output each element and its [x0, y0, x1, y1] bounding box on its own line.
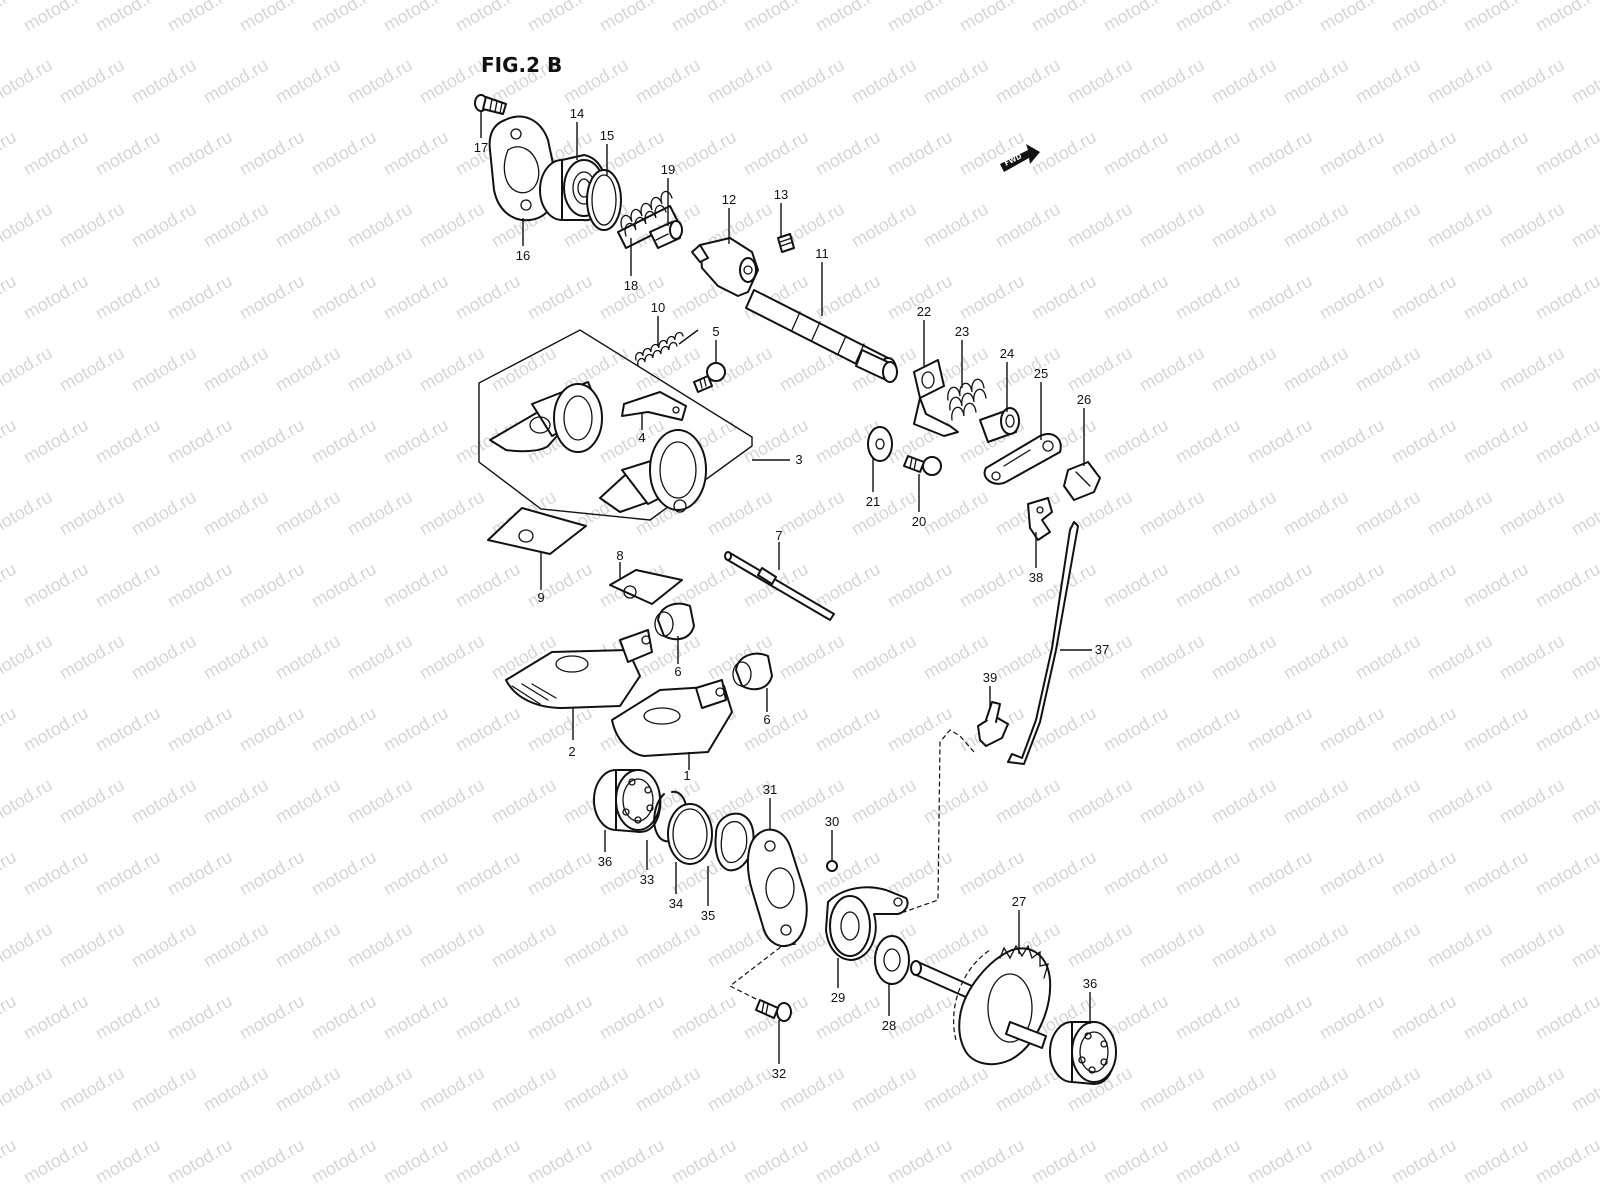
part-7-pin: [724, 551, 835, 621]
part-1-valve: [611, 679, 733, 757]
part-24-collar: [979, 407, 1020, 443]
part-3-valve-lower: [599, 429, 707, 513]
figure-title: FIG.2 B: [481, 53, 562, 77]
callout-27: 27: [1012, 894, 1026, 909]
callout-13: 13: [774, 187, 788, 202]
part-26-bolt: [1063, 461, 1101, 501]
part-19-collar: [649, 220, 683, 249]
part-20-screw: [903, 455, 942, 476]
part-29-cam: [825, 886, 909, 961]
part-34-ring: [667, 803, 713, 865]
callout-21: 21: [866, 494, 880, 509]
part-15-o-ring: [586, 169, 622, 231]
callout-31: 31: [763, 782, 777, 797]
callout-38: 38: [1029, 570, 1043, 585]
callout-14: 14: [570, 106, 584, 121]
part-11-shaft: [745, 289, 898, 383]
callout-33: 33: [640, 872, 654, 887]
callout-4: 4: [638, 430, 645, 445]
callout-39: 39: [983, 670, 997, 685]
callout-18: 18: [624, 278, 638, 293]
part-31-plate: [746, 828, 808, 948]
callout-30: 30: [825, 814, 839, 829]
callout-28: 28: [882, 1018, 896, 1033]
leader-lines: [480, 112, 1091, 1064]
part-4-clip: [621, 391, 687, 430]
callout-10: 10: [651, 300, 665, 315]
part-8-gasket: [609, 569, 683, 605]
part-12-lever: [691, 237, 759, 297]
callout-19: 19: [661, 162, 675, 177]
callout-6-upper: 6: [674, 664, 681, 679]
assembly-line-39-29: [903, 729, 975, 913]
part-13-screw: [777, 233, 795, 253]
callout-25: 25: [1034, 366, 1048, 381]
callout-24: 24: [1000, 346, 1014, 361]
part-9-gasket: [487, 507, 587, 590]
callout-5: 5: [712, 324, 719, 339]
callout-17: 17: [474, 140, 488, 155]
callout-7: 7: [775, 528, 782, 543]
part-28-washer: [874, 935, 910, 985]
part-6-collar-lower: [732, 652, 773, 691]
callout-9: 9: [537, 590, 544, 605]
callout-1: 1: [683, 768, 690, 783]
callout-36-right: 36: [1083, 976, 1097, 991]
part-30-ball: [826, 860, 838, 872]
callout-22: 22: [917, 304, 931, 319]
part-36-bearing-left: [593, 769, 662, 833]
part-39-clip: [977, 701, 1009, 747]
callout-29: 29: [831, 990, 845, 1005]
part-17-bolt: [474, 94, 507, 115]
part-37-rod: [1007, 521, 1092, 765]
part-25-plate: [983, 433, 1062, 485]
callout-15: 15: [600, 128, 614, 143]
callout-35: 35: [701, 908, 715, 923]
assembly-line-31-32: [728, 943, 797, 1001]
callout-16: 16: [516, 248, 530, 263]
callout-23: 23: [955, 324, 969, 339]
callout-12: 12: [722, 192, 736, 207]
part-22-bracket: [913, 359, 959, 437]
callout-20: 20: [912, 514, 926, 529]
part-38-clip: [1027, 497, 1053, 541]
callout-3: 3: [795, 452, 802, 467]
part-10-spring: [635, 329, 699, 367]
part-3-valve-upper: [489, 381, 603, 453]
part-5-screw: [693, 362, 726, 393]
callout-36-left: 36: [598, 854, 612, 869]
callout-37: 37: [1095, 642, 1109, 657]
callout-26: 26: [1077, 392, 1091, 407]
part-27-gear: [910, 944, 1052, 1066]
part-36-bearing-right: [1049, 1021, 1117, 1085]
part-23-spring: [947, 378, 987, 421]
callout-8: 8: [616, 548, 623, 563]
part-32-screw: [755, 999, 792, 1022]
part-21-washer: [867, 426, 893, 462]
callout-32: 32: [772, 1066, 786, 1081]
part-6-collar-upper: [654, 602, 695, 641]
callout-11: 11: [815, 246, 829, 261]
callout-2: 2: [568, 744, 575, 759]
part-2-valve: [505, 629, 653, 709]
callout-34: 34: [669, 896, 683, 911]
callout-6-lower: 6: [763, 712, 770, 727]
fwd-arrow-icon: FWD: [1000, 144, 1040, 172]
